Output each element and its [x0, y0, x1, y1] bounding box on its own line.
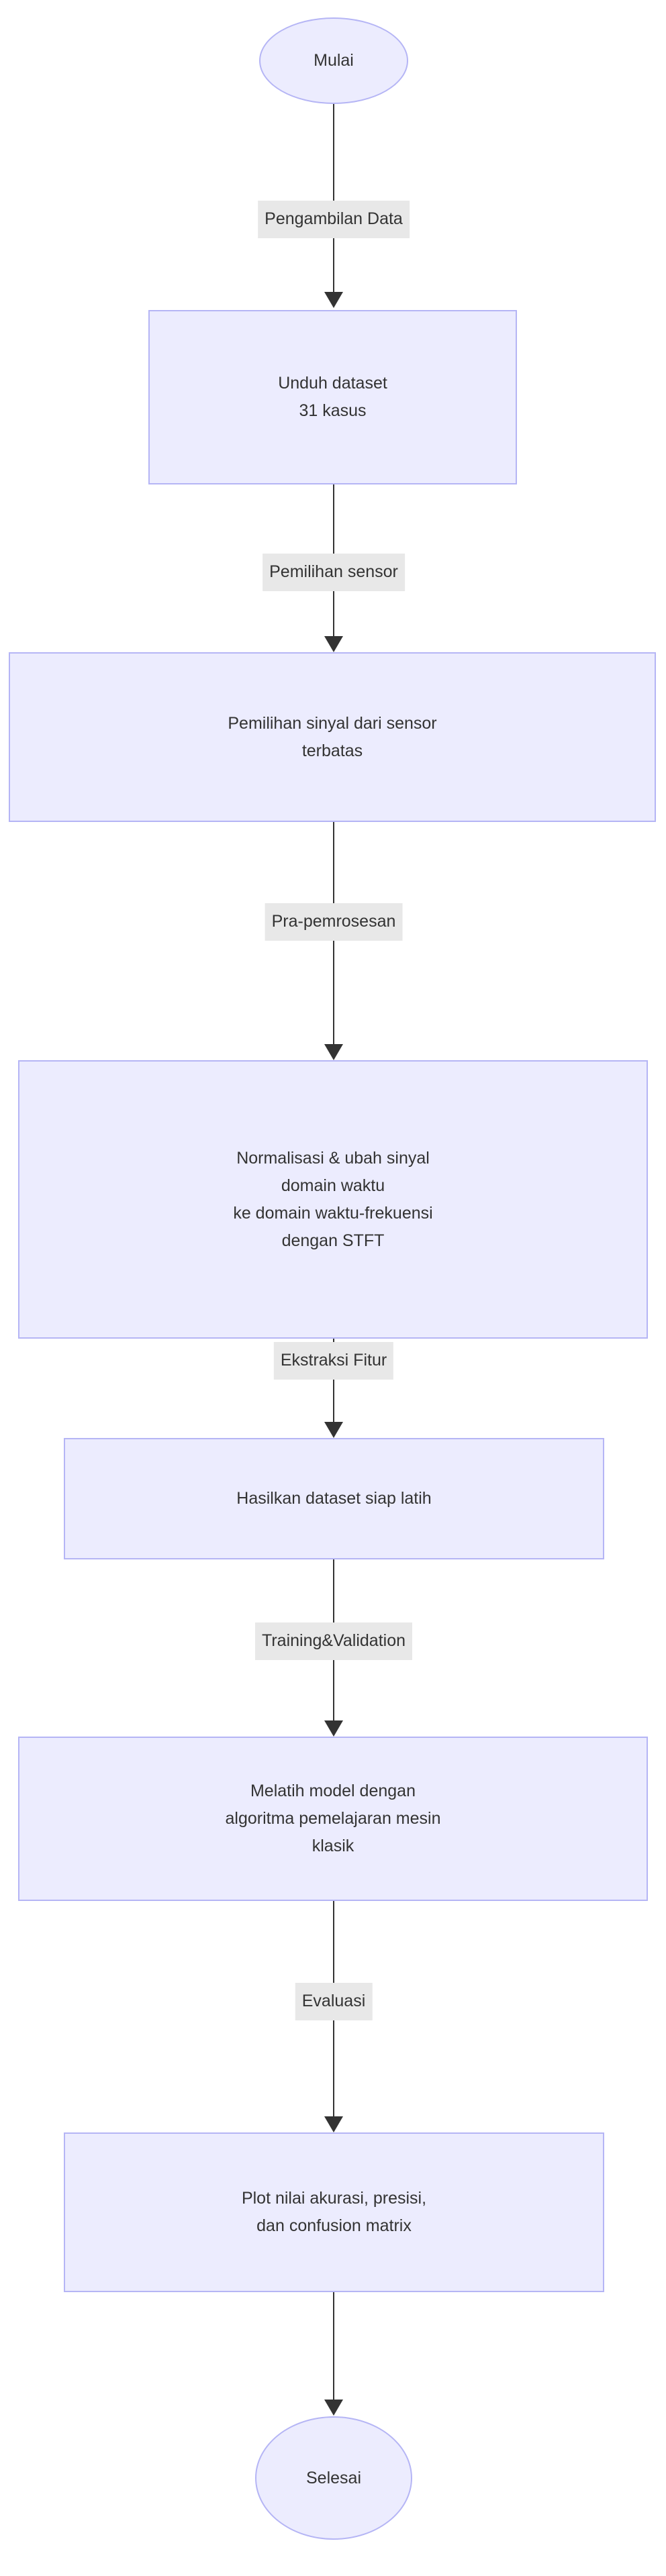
node-selesai-label: Selesai — [306, 2468, 361, 2487]
edge-label-pemilihan-sensor: Pemilihan sensor — [263, 554, 405, 591]
node-mulai-label: Mulai — [314, 51, 354, 70]
edge-arrow-unduh-pemilihan — [324, 636, 343, 652]
node-melatih-model[interactable]: Melatih model dengan algoritma pemelajar… — [18, 1737, 648, 1901]
node-hasilkan-dataset-label: Hasilkan dataset siap latih — [236, 1489, 432, 1508]
edge-arrow-pemilihan-normalisasi — [324, 1044, 343, 1060]
node-pemilihan-sinyal[interactable]: Pemilihan sinyal dari sensor terbatas — [9, 652, 656, 822]
node-normalisasi-stft-label: Normalisasi & ubah sinyal domain waktu k… — [233, 1148, 433, 1250]
edge-label-evaluasi: Evaluasi — [295, 1983, 373, 2020]
node-selesai[interactable]: Selesai — [255, 2416, 412, 2540]
edge-arrow-plot-selesai — [324, 2400, 343, 2416]
edge-arrow-hasilkan-melatih — [324, 1720, 343, 1737]
node-unduh-dataset-label: Unduh dataset 31 kasus — [278, 374, 387, 420]
node-unduh-dataset[interactable]: Unduh dataset 31 kasus — [148, 310, 517, 484]
node-hasilkan-dataset[interactable]: Hasilkan dataset siap latih — [64, 1438, 604, 1559]
node-mulai[interactable]: Mulai — [259, 17, 408, 104]
node-plot-evaluasi-label: Plot nilai akurasi, presisi, dan confusi… — [241, 2189, 427, 2235]
edge-line-mulai-unduh — [333, 104, 334, 292]
edge-label-training-validation: Training&Validation — [254, 1622, 413, 1660]
node-pemilihan-sinyal-label: Pemilihan sinyal dari sensor terbatas — [228, 713, 437, 760]
edge-arrow-melatih-plot — [324, 2116, 343, 2132]
edge-line-plot-selesai — [333, 2292, 334, 2400]
edge-label-pra-pemrosesan: Pra-pemrosesan — [265, 903, 403, 941]
node-normalisasi-stft[interactable]: Normalisasi & ubah sinyal domain waktu k… — [18, 1060, 648, 1339]
node-plot-evaluasi[interactable]: Plot nilai akurasi, presisi, dan confusi… — [64, 2132, 604, 2292]
edge-arrow-mulai-unduh — [324, 292, 343, 308]
edge-label-ekstraksi-fitur: Ekstraksi Fitur — [273, 1342, 394, 1380]
edge-label-pengambilan-data: Pengambilan Data — [258, 201, 410, 238]
edge-arrow-normalisasi-hasilkan — [324, 1422, 343, 1438]
node-melatih-model-label: Melatih model dengan algoritma pemelajar… — [225, 1782, 441, 1855]
edge-line-normalisasi-hasilkan — [333, 1339, 334, 1422]
